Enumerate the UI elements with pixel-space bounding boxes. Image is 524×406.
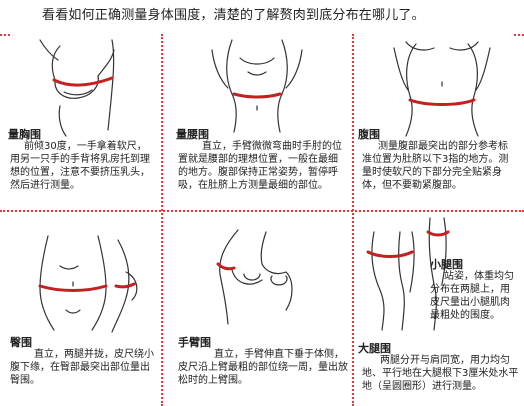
chest-figure-illustration xyxy=(39,39,115,137)
hip-figure-illustration xyxy=(38,235,138,333)
divider-vertical-right xyxy=(352,34,354,406)
arm-figure-illustration xyxy=(216,229,293,325)
leg-figure-illustration xyxy=(366,217,450,331)
calf-description: 站姿，体重均匀分布在两腿上，用皮尺量出小腿肌肉最粗处的围度。 xyxy=(430,271,514,321)
chest-description: 前倾30度，一手拿着软尺，用另一只手的手背将乳房托到理想的位置，注意不要挤压乳头… xyxy=(10,141,150,191)
page-title: 看看如何正确测量身体围度，清楚的了解赘肉到底分布在哪儿了。 xyxy=(42,8,425,23)
divider-horizontal-middle xyxy=(0,210,524,212)
divider-horizontal-top-right xyxy=(514,34,524,36)
waist-description: 直立，手臂微微弯曲时手肘的位置就是腰部的理想位置，一般在最细的地方。腹部保持正常… xyxy=(178,141,342,191)
divider-vertical-left xyxy=(161,34,163,406)
arm-label: 手臂围 xyxy=(178,336,211,349)
thigh-description: 两腿分开与肩同宽，用力均匀地、平行地在大腿根下3厘米处水平地（呈圆圈形）进行测量… xyxy=(362,355,519,392)
chest-label: 量胸围 xyxy=(8,128,41,141)
waist-figure-illustration xyxy=(211,39,303,133)
divider-horizontal-top xyxy=(0,34,10,36)
hip-label: 臀围 xyxy=(10,336,32,349)
waist-label: 量腰围 xyxy=(176,128,209,141)
thigh-label: 大腿围 xyxy=(358,342,391,355)
abdomen-label: 腹围 xyxy=(358,128,380,141)
arm-description: 直立，手臂伸直下垂于体侧，皮尺沿上臂最粗的部位绕一周，量出放松时的上臂围。 xyxy=(178,349,348,386)
calf-label: 小腿围 xyxy=(430,258,463,271)
abdomen-figure-illustration xyxy=(393,41,491,137)
abdomen-description: 测量腹部最突出的部分参考标准位置为肚脐以下3指的地方。测量时使软尺的下部分完全贴… xyxy=(362,141,509,191)
hip-description: 直立，两腿并拢，皮尺绕小腹下缘，在臀部最突出部位量出臀围。 xyxy=(10,349,154,386)
